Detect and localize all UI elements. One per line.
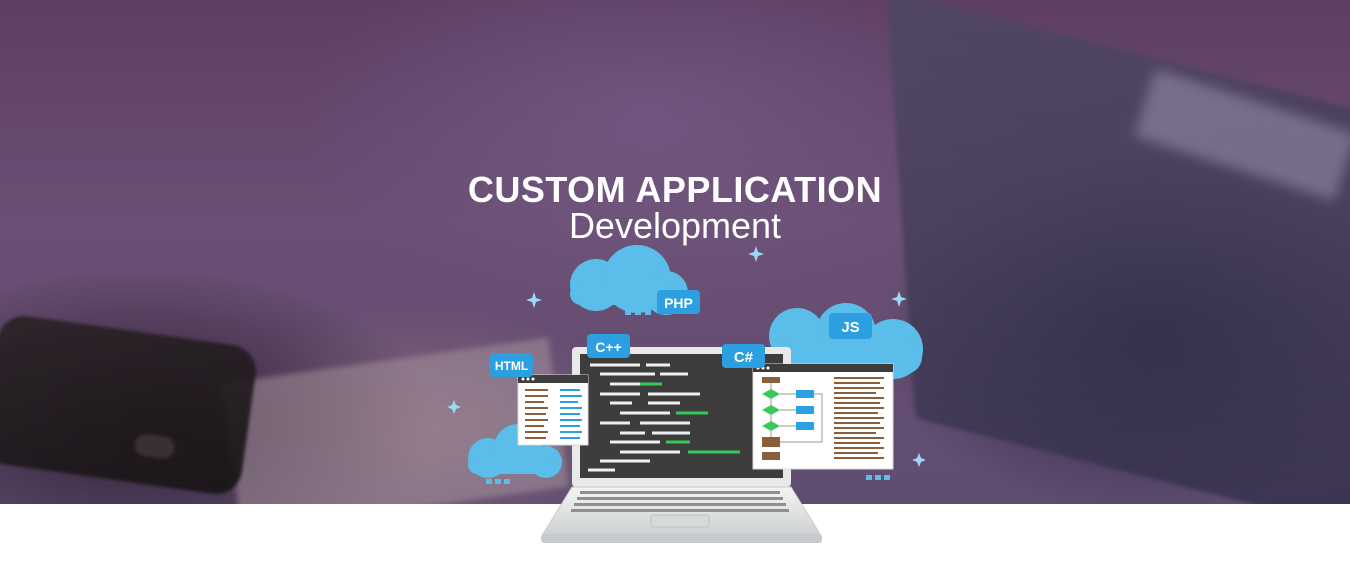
laptop-trackpad [650, 514, 710, 528]
cloud-icon-top [570, 245, 688, 315]
svg-text:JS: JS [841, 319, 859, 336]
tag-php: PHP [657, 290, 700, 314]
flowchart-window [752, 363, 894, 470]
banner-subtitle: Development [568, 205, 782, 246]
sparkle-icon [447, 246, 926, 467]
cloud-dots [486, 310, 890, 484]
tag-csharp: C# [722, 344, 765, 368]
svg-text:C++: C++ [595, 339, 621, 355]
laptop-screen [572, 347, 791, 487]
svg-text:PHP: PHP [664, 295, 693, 311]
laptop-base [541, 486, 822, 543]
code-lines [588, 363, 740, 472]
banner-title: CUSTOM APPLICATION [467, 169, 883, 210]
svg-text:C#: C# [734, 349, 754, 366]
svg-text:HTML: HTML [495, 359, 528, 373]
html-code-window [517, 374, 589, 446]
tag-cpp: C++ [587, 334, 630, 358]
tag-js: JS [829, 313, 872, 339]
tag-html: HTML [490, 353, 533, 377]
laptop-keyboard [571, 491, 789, 512]
